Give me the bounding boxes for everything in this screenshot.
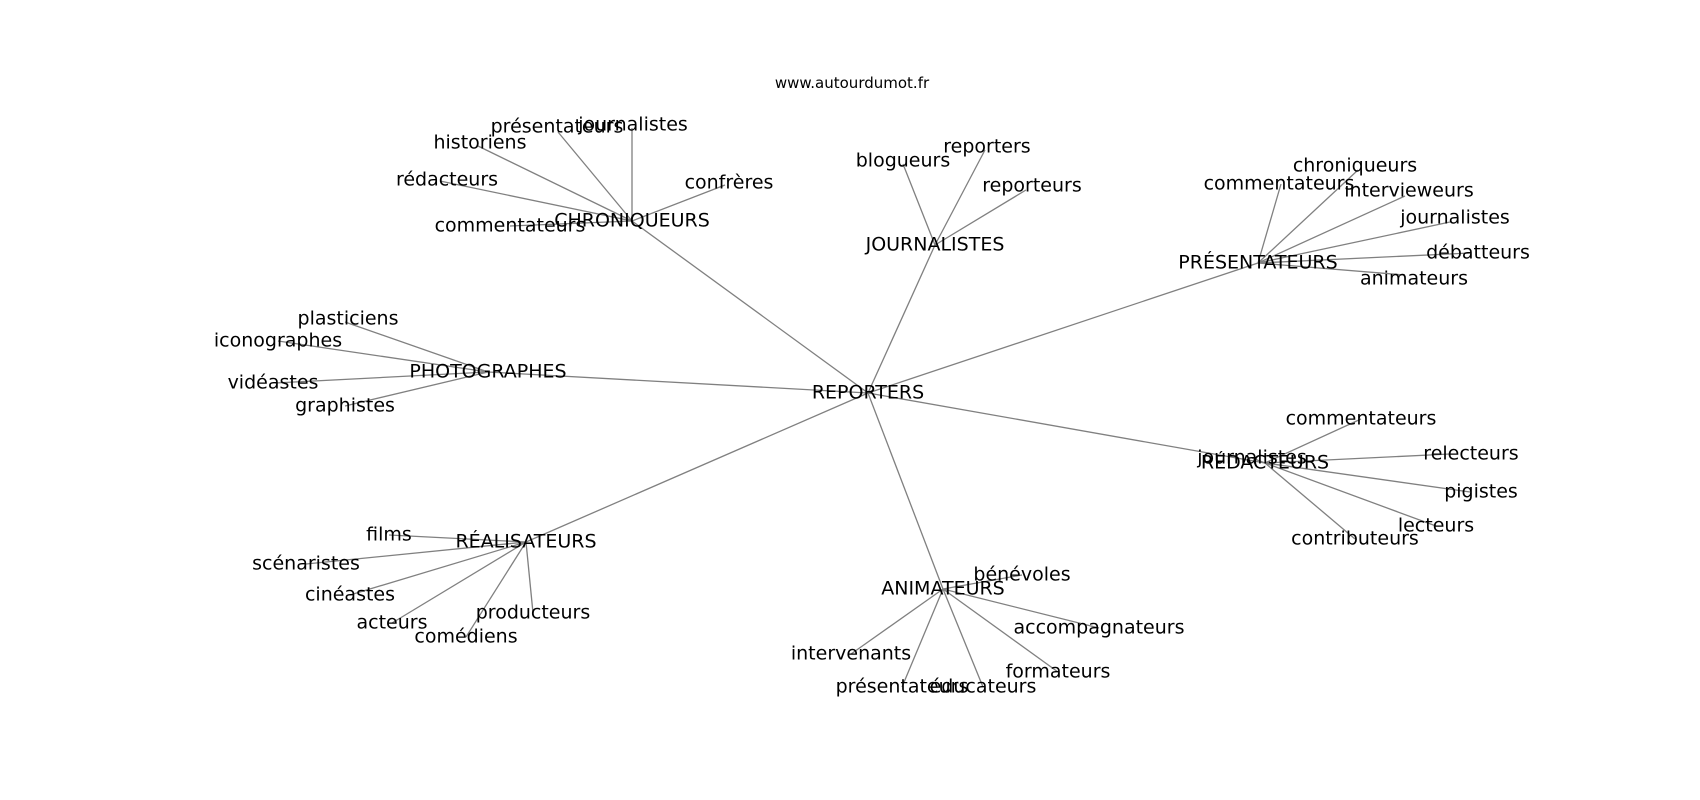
word-node-label: présentateurs	[836, 676, 969, 698]
edge-hub-to-word	[1264, 462, 1471, 493]
hub-node-label: RÉALISATEURS	[455, 530, 596, 553]
word-node-label: commentateurs	[1286, 408, 1437, 430]
word-node-label: comédiens	[414, 626, 517, 648]
word-node-label: commentateurs	[1204, 173, 1355, 195]
edge-hub-to-word	[1264, 462, 1437, 527]
edge-hub-to-word	[934, 189, 1027, 246]
edge-hub-to-word	[942, 574, 1023, 590]
hub-node-label: JOURNALISTES	[865, 234, 1005, 256]
edge-hub-to-word	[305, 541, 527, 565]
word-node-label: commentateurs	[435, 215, 586, 237]
word-node-label: rédacteurs	[396, 169, 498, 191]
word-node-label: reporters	[943, 136, 1030, 158]
word-node-label: plasticiens	[298, 308, 399, 330]
word-node-label: animateurs	[1360, 268, 1468, 290]
word-node-label: producteurs	[476, 602, 591, 624]
edge-hub-to-word	[1257, 252, 1471, 264]
word-node-label: débatteurs	[1426, 242, 1530, 264]
word-node-label: iconographes	[214, 330, 342, 352]
edge-hub-to-word	[942, 588, 1059, 673]
edge-hub-to-word	[274, 371, 489, 384]
edge-hub-to-word	[439, 180, 633, 222]
word-node-label: journalistes	[1399, 207, 1510, 229]
edge-hub-to-word	[902, 163, 936, 246]
word-node-label: formateurs	[1006, 661, 1111, 683]
edge-hub-to-word	[509, 220, 633, 227]
edge-hub-to-word	[349, 541, 527, 596]
edge-center-to-hub	[525, 392, 869, 543]
edge-hub-to-word	[1264, 418, 1362, 464]
word-node-label: films	[366, 524, 412, 546]
word-node-label: éducateurs	[930, 676, 1037, 698]
center-node-label: REPORTERS	[812, 382, 924, 404]
word-node-label: cinéastes	[305, 584, 395, 606]
word-node-label: scénaristes	[252, 553, 360, 575]
word-node-label: vidéastes	[228, 372, 319, 394]
edge-hub-to-word	[557, 131, 633, 222]
word-node-label: intervieweurs	[1344, 180, 1473, 202]
edge-center-to-hub	[867, 392, 1266, 464]
word-node-label: lecteurs	[1398, 515, 1474, 537]
edge-hub-to-word	[850, 588, 944, 655]
edge-center-to-hub	[867, 262, 1259, 394]
hub-node-label: RÉDACTEURS	[1201, 451, 1329, 474]
edge-hub-to-word	[277, 340, 489, 373]
edge-center-to-hub	[487, 371, 869, 394]
edge-hub-to-word	[631, 184, 726, 222]
hub-node-label: CHRONIQUEURS	[554, 210, 710, 232]
word-node-label: journalistes	[577, 114, 688, 136]
edges-layer	[274, 128, 1471, 688]
word-node-label: confrères	[685, 172, 774, 194]
edge-hub-to-word	[388, 534, 527, 543]
word-node-label: bénévoles	[973, 564, 1070, 586]
word-node-label: contributeurs	[1291, 528, 1419, 550]
word-node-label: graphistes	[295, 395, 395, 417]
hub-node-label: PRÉSENTATEURS	[1178, 251, 1337, 274]
word-node-label: reporteurs	[982, 175, 1081, 197]
hub-node-label: ANIMATEURS	[881, 578, 1005, 600]
edge-hub-to-word	[1257, 183, 1282, 264]
edge-hub-to-word	[525, 541, 534, 614]
edge-hub-to-word	[1257, 169, 1359, 264]
site-url: www.autourdumot.fr	[775, 74, 930, 92]
word-node-label: historiens	[433, 132, 526, 154]
edge-hub-to-word	[1251, 457, 1266, 464]
edge-hub-to-word	[901, 588, 944, 688]
edge-hub-to-word	[1257, 262, 1406, 276]
edge-hub-to-word	[1257, 195, 1406, 264]
word-node-label: accompagnateurs	[1013, 617, 1184, 639]
edge-center-to-hub	[867, 392, 944, 590]
edge-hub-to-word	[344, 321, 489, 373]
labels-layer: www.autourdumot.fr REPORTERS CHRONIQUEUR…	[214, 74, 1530, 698]
edge-hub-to-word	[1264, 462, 1356, 540]
word-node-label: acteurs	[357, 612, 428, 634]
edge-hub-to-word	[942, 588, 1100, 629]
word-node-label: journalistes	[1196, 447, 1307, 469]
edge-hub-to-word	[942, 588, 984, 688]
word-node-label: chroniqueurs	[1293, 155, 1417, 177]
word-node-label: relecteurs	[1423, 443, 1518, 465]
word-node-label: présentateurs	[491, 116, 624, 138]
word-node-label: intervenants	[791, 643, 911, 665]
hub-node-label: PHOTOGRAPHES	[409, 361, 566, 383]
edge-hub-to-word	[1264, 453, 1451, 464]
word-node-label: blogueurs	[856, 150, 951, 172]
edge-hub-to-word	[391, 541, 527, 624]
word-node-label: pigistes	[1444, 481, 1518, 503]
edge-center-to-hub	[867, 244, 936, 394]
edge-hub-to-word	[934, 149, 986, 246]
edge-center-to-hub	[631, 220, 869, 394]
edge-hub-to-word	[344, 371, 489, 407]
edge-hub-to-word	[477, 145, 633, 222]
edge-hub-to-word	[1257, 221, 1451, 264]
edge-hub-to-word	[465, 541, 527, 638]
